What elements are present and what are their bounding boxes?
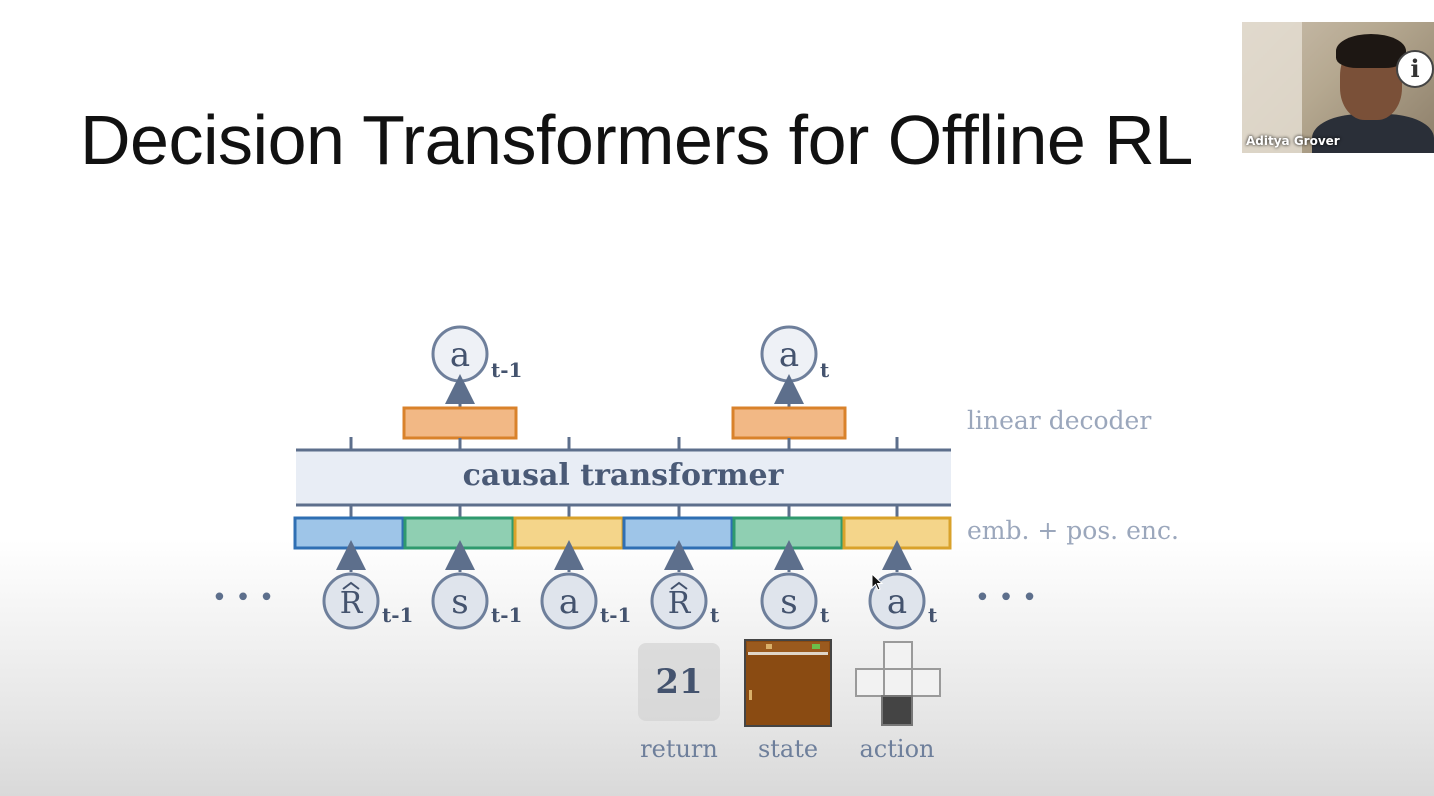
speaker-webcam-video[interactable]: Aditya Grover: [1242, 22, 1434, 153]
input-symbol: s: [780, 582, 797, 622]
input-symbol: a: [559, 582, 579, 622]
input-subscript: t-1: [382, 603, 413, 627]
action-label: action: [860, 735, 935, 763]
return-label: return: [640, 735, 718, 763]
embedding-label: emb. + pos. enc.: [967, 516, 1179, 545]
input-subscript: t-1: [491, 603, 522, 627]
output-subscript: t: [820, 358, 830, 382]
embedding-action-token: [842, 516, 952, 550]
input-action-t-1: a t-1: [540, 572, 631, 630]
input-arrows: [336, 540, 912, 572]
output-a-t-1: a t-1: [431, 325, 522, 383]
dpad-icon: [855, 641, 941, 697]
input-state-t-1: s t-1: [431, 572, 522, 630]
input-return-t-1: R t-1: [322, 572, 413, 630]
causal-transformer-label: causal transformer: [463, 458, 785, 493]
return-value: 21: [655, 662, 702, 702]
input-symbol: a: [887, 582, 907, 622]
input-return-t: R t: [650, 572, 720, 630]
input-symbol: R: [668, 586, 692, 621]
embedding-connectors: [349, 505, 899, 517]
input-subscript: t: [928, 603, 938, 627]
embedding-state-token: [403, 516, 515, 550]
output-a-t: a t: [760, 325, 830, 383]
return-value-box: [638, 643, 720, 721]
output-symbol: a: [450, 335, 470, 375]
slide-title: Decision Transformers for Offline RL: [80, 101, 1193, 179]
info-icon[interactable]: i: [1396, 50, 1434, 88]
speaker-body: [1312, 114, 1434, 153]
legend-action: action: [855, 641, 941, 763]
output-subscript: t-1: [491, 358, 522, 382]
state-label: state: [758, 735, 818, 763]
input-symbol: R: [340, 586, 364, 621]
ellipsis-left: • • •: [212, 583, 275, 613]
input-subscript: t: [710, 603, 720, 627]
input-state-t: s t: [760, 572, 830, 630]
hat-mark: [342, 581, 360, 590]
input-subscript: t-1: [600, 603, 631, 627]
input-symbol: s: [451, 582, 468, 622]
mouse-cursor-icon: [871, 573, 884, 591]
output-symbol: a: [779, 335, 799, 375]
speaker-name: Aditya Grover: [1246, 134, 1340, 148]
embedding-state-token: [732, 516, 844, 550]
legend-return: 21 return: [638, 643, 720, 763]
embedding-action-token: [513, 516, 625, 550]
embedding-return-token: [622, 516, 734, 550]
input-action-t: a t: [868, 572, 938, 630]
linear-decoder-box: [402, 406, 518, 440]
hat-mark: [670, 581, 688, 590]
webcam-background: [1242, 22, 1302, 153]
linear-decoder-label: linear decoder: [967, 406, 1151, 435]
causal-transformer-block: [296, 450, 951, 505]
linear-decoder-box: [731, 406, 847, 440]
embedding-return-token: [293, 516, 405, 550]
input-subscript: t: [820, 603, 830, 627]
legend-state: state: [744, 639, 832, 763]
ellipsis-right: • • •: [975, 583, 1038, 613]
speaker-hair: [1336, 34, 1406, 68]
dpad-down-active: [881, 695, 913, 726]
